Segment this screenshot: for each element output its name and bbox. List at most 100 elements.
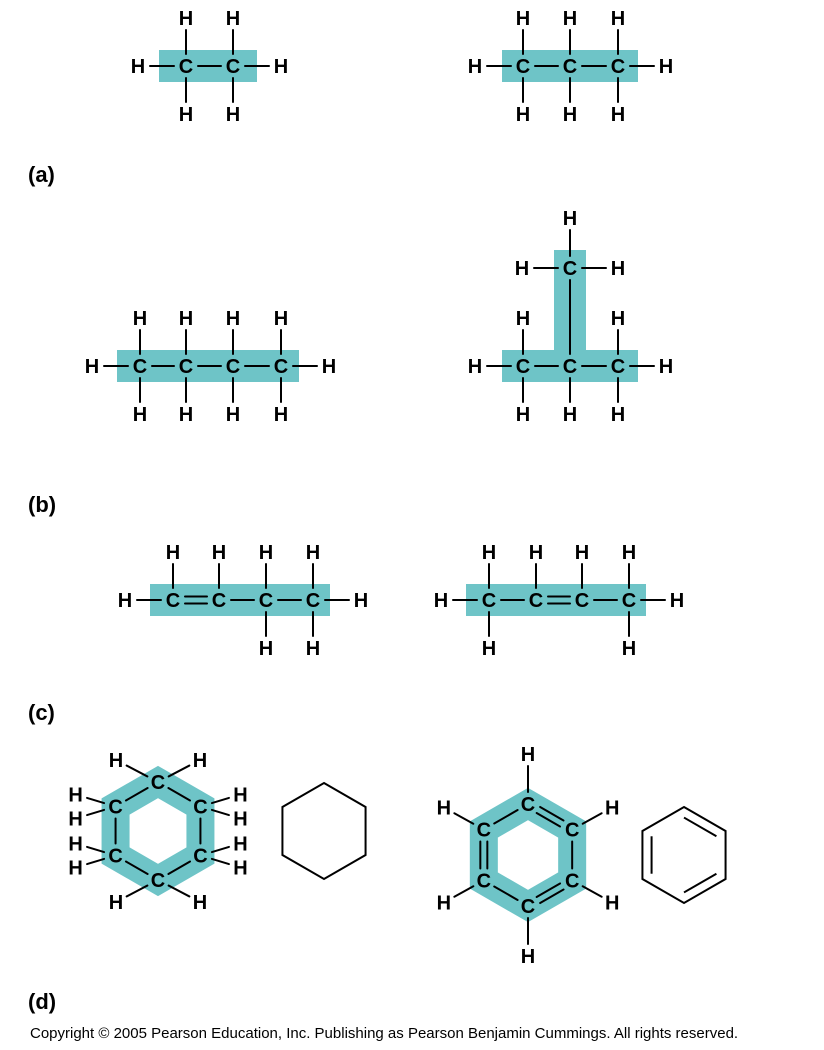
hydrogen-atom: H: [611, 8, 625, 30]
carbon-atom: C: [516, 56, 530, 78]
bond-line: [124, 860, 149, 875]
bond-line: [581, 812, 603, 825]
hydrogen-atom: H: [322, 356, 336, 378]
carbon-atom: C: [166, 590, 180, 612]
hydrogen-atom: H: [259, 542, 273, 564]
carbon-atom: C: [193, 846, 207, 868]
hydrogen-atom: H: [563, 8, 577, 30]
hydrogen-atom: H: [622, 638, 636, 660]
hydrogen-atom: H: [437, 893, 451, 915]
carbon-atom: C: [482, 590, 496, 612]
carbon-atom: C: [565, 871, 579, 893]
benzene-skeletal-structure: [641, 805, 727, 905]
carbon-atom: C: [259, 590, 273, 612]
bond-line: [86, 808, 106, 817]
hydrogen-atom: H: [193, 892, 207, 914]
bond-line: [86, 857, 106, 866]
bond-line: [453, 885, 475, 898]
carbon-atom: C: [226, 356, 240, 378]
hydrogen-atom: H: [226, 104, 240, 126]
hydrogen-atom: H: [605, 798, 619, 820]
hydrogen-atom: H: [611, 258, 625, 280]
bond-line: [210, 857, 230, 866]
hydrogen-atom: H: [563, 404, 577, 426]
bond-line: [167, 884, 191, 898]
ring-highlight: [469, 787, 587, 923]
carbon-atom: C: [563, 258, 577, 280]
bond-line: [210, 796, 230, 805]
carbon-atom: C: [108, 846, 122, 868]
panel-label-b: (b): [28, 492, 56, 517]
carbon-atom: C: [108, 797, 122, 819]
hydrogen-atom: H: [68, 858, 82, 880]
carbon-atom: C: [151, 870, 165, 892]
hydrogen-atom: H: [179, 308, 193, 330]
carbon-atom: C: [477, 871, 491, 893]
carbon-atom: C: [521, 896, 535, 918]
hydrogen-atom: H: [306, 638, 320, 660]
bond-line: [581, 885, 603, 898]
carbon-atom: C: [611, 356, 625, 378]
hydrogen-atom: H: [68, 809, 82, 831]
carbon-atom: C: [212, 590, 226, 612]
hydrogen-atom: H: [226, 308, 240, 330]
bond-lines: [86, 29, 727, 945]
carbon-atom: C: [575, 590, 589, 612]
bond-line: [124, 787, 149, 802]
hydrogen-atom: H: [622, 542, 636, 564]
carbon-atom: C: [226, 56, 240, 78]
bond-line: [493, 809, 519, 825]
hydrogen-atom: H: [109, 750, 123, 772]
hydrogen-atom: H: [434, 590, 448, 612]
hydrogen-atom: H: [166, 542, 180, 564]
carbon-atom: C: [622, 590, 636, 612]
bond-line: [125, 884, 149, 898]
hydrogen-atom: H: [131, 56, 145, 78]
hydrogen-atom: H: [529, 542, 543, 564]
copyright-notice: Copyright © 2005 Pearson Education, Inc.…: [30, 1025, 738, 1042]
hydrogen-atom: H: [611, 308, 625, 330]
carbon-skeleton-highlights: [101, 50, 646, 923]
bond-line: [167, 787, 192, 802]
hydrogen-atom: H: [670, 590, 684, 612]
hydrogen-atom: H: [605, 893, 619, 915]
carbon-atom: C: [611, 56, 625, 78]
bond-line: [535, 882, 562, 898]
hydrogen-atom: H: [515, 258, 529, 280]
carbon-atom: C: [516, 356, 530, 378]
hydrogen-atom: H: [611, 404, 625, 426]
hydrogen-atom: H: [575, 542, 589, 564]
carbon-atom: C: [151, 772, 165, 794]
hydrogen-atom: H: [468, 356, 482, 378]
hydrogen-atom: H: [516, 404, 530, 426]
hydrogen-atom: H: [659, 56, 673, 78]
bond-line: [453, 812, 475, 825]
carbon-atom: C: [563, 356, 577, 378]
hydrogen-atom: H: [233, 858, 247, 880]
hydrogen-atom: H: [133, 404, 147, 426]
panel-labels: (a)(b)(c)(d): [28, 162, 56, 1014]
bond-line: [125, 764, 149, 778]
hydrogen-atom: H: [516, 308, 530, 330]
hydrogen-atom: H: [233, 809, 247, 831]
bond-line: [539, 888, 565, 905]
double-bond-inner-line: [683, 872, 717, 894]
hydrogen-atom: H: [516, 8, 530, 30]
hydrogen-atom: H: [85, 356, 99, 378]
double-bond-inner-line: [683, 816, 717, 838]
carbon-atom: C: [193, 797, 207, 819]
hydrogen-atom: H: [274, 308, 288, 330]
carbon-atom: C: [179, 56, 193, 78]
ring-highlight: [101, 765, 215, 897]
bond-line: [539, 805, 565, 822]
bond-line: [535, 812, 562, 828]
hydrogen-atom: H: [274, 56, 288, 78]
hydrogen-atom: H: [212, 542, 226, 564]
hydrogen-atom: H: [133, 308, 147, 330]
bond-line: [167, 860, 192, 875]
hydrogen-atom: H: [226, 8, 240, 30]
hydrogen-atom: H: [516, 104, 530, 126]
carbon-atom: C: [521, 794, 535, 816]
hydrogen-atom: H: [233, 785, 247, 807]
